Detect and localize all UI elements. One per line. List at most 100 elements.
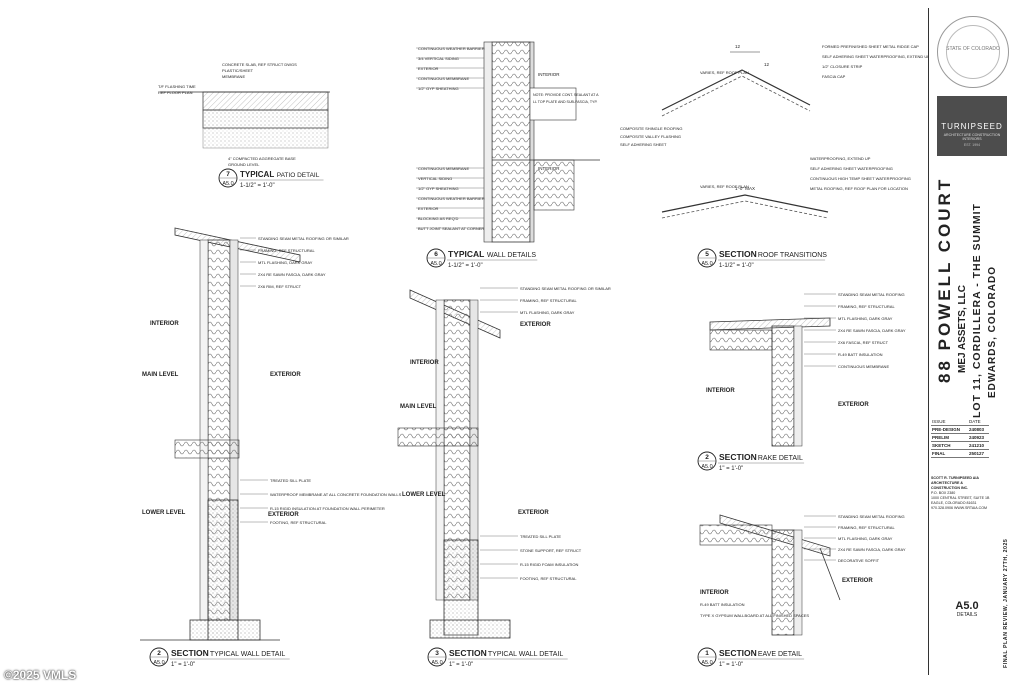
firm-address-line: P.O. BOX 2380	[931, 491, 956, 495]
issue-header: ISSUE	[931, 418, 968, 426]
annotation-note: CONTINUOUS WEATHER BARRIER	[418, 196, 485, 201]
annotation-note: EXTERIOR	[418, 206, 439, 211]
annotation-note: 2X6 RIM, REF STRUCT	[258, 284, 302, 289]
annotation-note: FORMED PREFINISHED SHEET METAL RIDGE CAP	[822, 44, 919, 49]
annotation-note: STANDING SEAM METAL ROOFING	[838, 514, 905, 519]
detail-scale: 1-1/2" = 1'-0"	[448, 263, 483, 269]
annotation-note: FRAMING, REF STRUCTURAL	[838, 304, 895, 309]
level-label: LOWER LEVEL	[402, 492, 446, 498]
detail-type: TYPICAL	[448, 249, 484, 259]
detail-scale: 1-1/2" = 1'-0"	[719, 263, 754, 269]
annotation-note: 1/2" GYP SHEATHING	[418, 86, 459, 91]
detail-sheet-ref: A5.0	[430, 261, 441, 267]
annotation-note: T/F FLASHING TIME	[158, 84, 196, 89]
detail-type: SECTION	[719, 452, 757, 462]
annotation-note: CONTINUOUS MEMBRANE	[418, 76, 469, 81]
annotation-note: GROUND LEVEL	[228, 162, 260, 167]
annotation-note: 4" COMPACTED AGGREGATE BASE	[228, 156, 296, 161]
annotation-note: VERTICAL SIDING	[418, 176, 452, 181]
exterior-label: EXTERIOR	[518, 510, 549, 516]
detail-title: RAKE DETAIL	[758, 455, 803, 462]
section-a-drawing	[140, 227, 301, 641]
detail-number: 1	[705, 650, 709, 657]
wall-callout: NOTE: PROVIDE CONT. SEALANT AT A	[533, 93, 599, 97]
annotation-note: MTL FLASHING, DARK GRAY	[838, 316, 893, 321]
project-name: 88 POWELL COURT	[935, 176, 954, 383]
sheet-number-block: A5.0 DETAILS	[937, 600, 997, 618]
annotation-note: BUTT JOINT SEALANT AT CORNER	[418, 226, 484, 231]
annotation-note: MTL FLASHING, DARK GRAY	[258, 260, 313, 265]
detail-title: PATIO DETAIL	[277, 172, 320, 179]
interior-label: INTERIOR	[410, 360, 439, 366]
sheet-name: DETAILS	[956, 612, 978, 618]
project-location: EDWARDS, COLORADO	[987, 266, 998, 398]
level-label: LOWER LEVEL	[142, 510, 186, 516]
sheet-number: A5.0	[955, 600, 979, 612]
detail-scale: 1" = 1'-0"	[719, 662, 743, 668]
annotation-note: REF FLOOR PLAN	[158, 90, 193, 95]
firm-address-line: 1000 CENTRAL STREET, SUITE 1B	[931, 496, 990, 500]
detail-title: TYPICAL WALL DETAIL	[488, 651, 563, 658]
annotation-note: R-15 RIGID INSULATION AT FOUNDATION WALL…	[270, 506, 385, 511]
annotation-note: 1/2" GYP SHEATHING	[418, 186, 459, 191]
annotation-note: 2X4 RE SAWN FASCIA, DARK GRAY	[838, 328, 906, 333]
firm-info: SCOTT R. TURNIPSEED AIA ARCHITECTURE & C…	[931, 476, 991, 511]
detail-sheet-ref: A5.0	[222, 181, 233, 187]
annotation-note: COMPOSITE VALLEY FLASHING	[620, 134, 681, 139]
detail-title: WALL DETAILS	[487, 252, 536, 259]
exterior-label: EXTERIOR	[842, 578, 873, 584]
annotation-note: R-15 RIGID FOAM INSULATION	[520, 562, 578, 567]
rake-detail-drawing	[709, 317, 831, 447]
detail-number: 2	[157, 650, 161, 657]
exterior-label: EXTERIOR	[838, 402, 869, 408]
annotation-note: FRAMING, REF STRUCTURAL	[838, 525, 895, 530]
detail-title: TYPICAL WALL DETAIL	[210, 651, 285, 658]
exterior-label: EXTERIOR	[268, 512, 299, 518]
annotation-note: STANDING SEAM METAL ROOFING OR SIMILAR	[258, 236, 349, 241]
wall-detail-drawing	[483, 41, 600, 243]
annotation-note: TREATED SILL PLATE	[270, 478, 311, 483]
project-lot: LOT 11, CORDILLERA - THE SUMMIT	[971, 203, 983, 418]
detail-title: ROOF TRANSITIONS	[758, 252, 827, 259]
detail-type: SECTION	[719, 249, 757, 259]
annotation-note: 1/2" CLOSURE STRIP	[822, 64, 863, 69]
annotation-note: CONTINUOUS HIGH TEMP SHEET WATERPROOFING	[810, 176, 911, 181]
detail-type: SECTION	[449, 648, 487, 658]
firm-logo-est: EST. 1994	[963, 143, 981, 147]
annotation-note: R-49 BATT INSULATION	[700, 602, 745, 607]
annotation-note: CONCRETE SLAB, REF STRUCT DWGS	[222, 62, 297, 67]
firm-logo-name: TURNIPSEED	[941, 122, 1003, 131]
detail-type: SECTION	[171, 648, 209, 658]
firm-logo-sub: ARCHITECTURE CONSTRUCTION INTERIORS	[943, 133, 1001, 141]
detail-title: EAVE DETAIL	[758, 651, 802, 658]
dimension: 12	[764, 62, 770, 67]
annotation-note: COMPOSITE SHINGLE ROOFING	[620, 126, 682, 131]
dimension: 12	[735, 44, 741, 49]
patio-detail-drawing	[160, 91, 330, 149]
firm-address-line: 970.328.0906 WWW.SRTAIA.COM	[931, 506, 987, 510]
annotation-note: FASCIA CAP	[822, 74, 846, 79]
detail-number: 7	[226, 171, 230, 178]
annotation-note: SELF ADHERING SHEET	[620, 142, 667, 147]
detail-scale: 1" = 1'-0"	[449, 662, 473, 668]
dimension: 1'-0" MAX	[735, 186, 755, 191]
detail-scale: 1" = 1'-0"	[171, 662, 195, 668]
roof-label: VARIES, REF ROOF PLAN	[700, 184, 749, 189]
detail-number: 3	[435, 650, 439, 657]
annotation-note: TREATED SILL PLATE	[520, 534, 561, 539]
interior-label: INTERIOR	[706, 388, 735, 394]
detail-sheet-ref: A5.0	[153, 660, 164, 666]
annotation-note: EXTERIOR	[418, 66, 439, 71]
firm-logo: TURNIPSEED ARCHITECTURE CONSTRUCTION INT…	[937, 96, 1007, 156]
annotation-note: PLASTIC/SHEET	[222, 68, 254, 73]
eave-detail-drawing	[699, 514, 841, 636]
date-header: DATE	[968, 418, 989, 426]
annotation-note: FRAMING, REF STRUCTURAL	[520, 298, 577, 303]
annotation-note: STONE SUPPORT, REF STRUCT	[520, 548, 582, 553]
annotation-note: SELF ADHERING SHEET WATERPROOFING	[810, 166, 893, 171]
annotation-note: FOOTING, REF STRUCTURAL	[270, 520, 327, 525]
